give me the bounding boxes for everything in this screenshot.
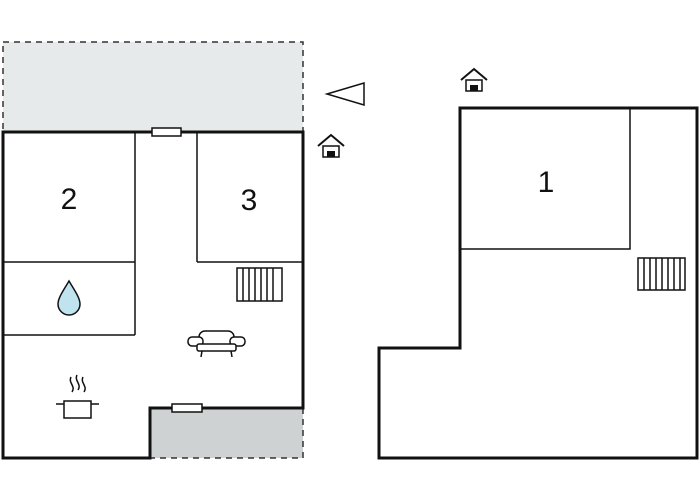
- entrance-house-icon: [460, 67, 488, 92]
- right-unit-interior-walls: [460, 108, 631, 250]
- right-unit-walls: [377, 106, 699, 460]
- room-label-3: 3: [241, 184, 258, 217]
- terrace-area: [2, 41, 304, 133]
- window-icon: [151, 127, 182, 137]
- left-unit-interior-walls: [3, 132, 303, 336]
- balcony-area: [150, 408, 303, 458]
- entrance-house-icon: [317, 133, 345, 158]
- room-label-1: 1: [538, 166, 555, 199]
- left-unit-walls: [1, 130, 305, 460]
- direction-arrow-icon: [324, 81, 365, 107]
- kitchen-pot-icon: [56, 374, 99, 419]
- room-label-2: 2: [61, 183, 78, 216]
- balcony-dashed-edge: [150, 408, 304, 459]
- window-icon: [171, 403, 203, 413]
- radiator-icon: [637, 257, 686, 291]
- radiator-icon: [236, 267, 283, 302]
- bathroom-water-drop-icon: [57, 279, 81, 316]
- sofa-icon: [187, 330, 246, 358]
